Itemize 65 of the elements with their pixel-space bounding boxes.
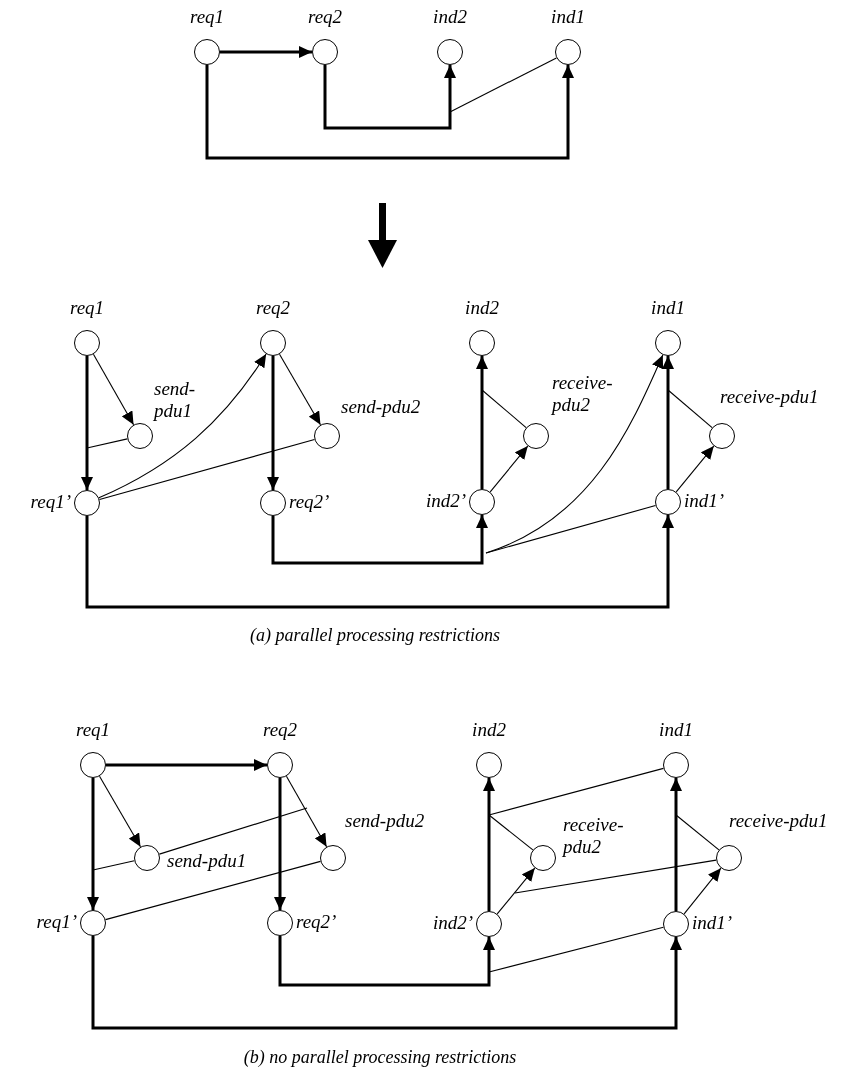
- node-label: send-pdu1: [167, 850, 248, 872]
- connector-line: [667, 389, 713, 429]
- node-label: req2: [254, 297, 292, 319]
- arrow: [85, 515, 674, 609]
- node-label: receive-pdu2: [563, 814, 625, 858]
- arrow: [662, 356, 674, 489]
- node-label: req1’: [29, 491, 71, 513]
- node-label: req2: [306, 6, 344, 28]
- node-label: ind1: [650, 297, 686, 319]
- node-label: req1’: [35, 911, 77, 933]
- arrow: [87, 778, 99, 910]
- node-label: send-pdu2: [341, 396, 422, 418]
- node-label: req1: [68, 297, 106, 319]
- connector-line: [98, 438, 316, 501]
- node-label: ind1: [658, 719, 694, 741]
- node-label: req2: [261, 719, 299, 741]
- arrow: [278, 936, 495, 987]
- arrow: [483, 778, 495, 911]
- node-label: req2’: [296, 911, 338, 933]
- arrow: [274, 778, 286, 910]
- figure-caption: (a) parallel processing restrictions: [248, 624, 502, 646]
- node-label: ind1’: [692, 912, 734, 934]
- arrow: [106, 759, 267, 771]
- arrow: [205, 65, 574, 160]
- node-label: ind2’: [431, 912, 473, 934]
- node-label: ind1’: [684, 490, 726, 512]
- arrow: [91, 936, 682, 1030]
- connector-line: [158, 807, 308, 855]
- node-label: ind2’: [424, 490, 466, 512]
- arrow: [683, 867, 722, 915]
- node-label: req2’: [289, 491, 331, 513]
- node-label: receive-pdu1: [729, 810, 829, 832]
- node-label: ind2: [464, 297, 500, 319]
- arrow: [98, 353, 267, 499]
- node-label: receive-pdu1: [720, 386, 820, 408]
- connector-line: [86, 438, 128, 449]
- arrow: [670, 778, 682, 911]
- node-label: req1: [74, 719, 112, 741]
- node-label: req1: [188, 6, 226, 28]
- arrow: [271, 515, 488, 565]
- connector-line: [488, 926, 664, 973]
- node-label: ind1: [550, 6, 586, 28]
- node-label: send-pdu2: [345, 810, 426, 832]
- connector-line: [675, 814, 720, 851]
- connector-line: [105, 860, 321, 921]
- figure-caption: (b) no parallel processing restrictions: [242, 1046, 518, 1068]
- node-label: receive-pdu2: [552, 372, 614, 416]
- arrow: [489, 445, 529, 493]
- connector-line: [449, 57, 557, 113]
- node-label: ind2: [432, 6, 468, 28]
- connector-line: [92, 860, 135, 871]
- connector-line: [481, 389, 527, 429]
- connector-line: [488, 767, 664, 816]
- connector-line: [514, 859, 717, 894]
- connector-line: [488, 814, 534, 851]
- arrow: [323, 65, 456, 130]
- node-label: ind2: [471, 719, 507, 741]
- arrow: [476, 356, 488, 489]
- arrow: [220, 46, 312, 58]
- node-label: send-pdu1: [154, 378, 197, 422]
- arrow: [81, 356, 93, 490]
- arrow: [496, 867, 536, 915]
- arrow: [267, 356, 279, 490]
- connector-line: [485, 504, 657, 554]
- arrow: [675, 445, 715, 493]
